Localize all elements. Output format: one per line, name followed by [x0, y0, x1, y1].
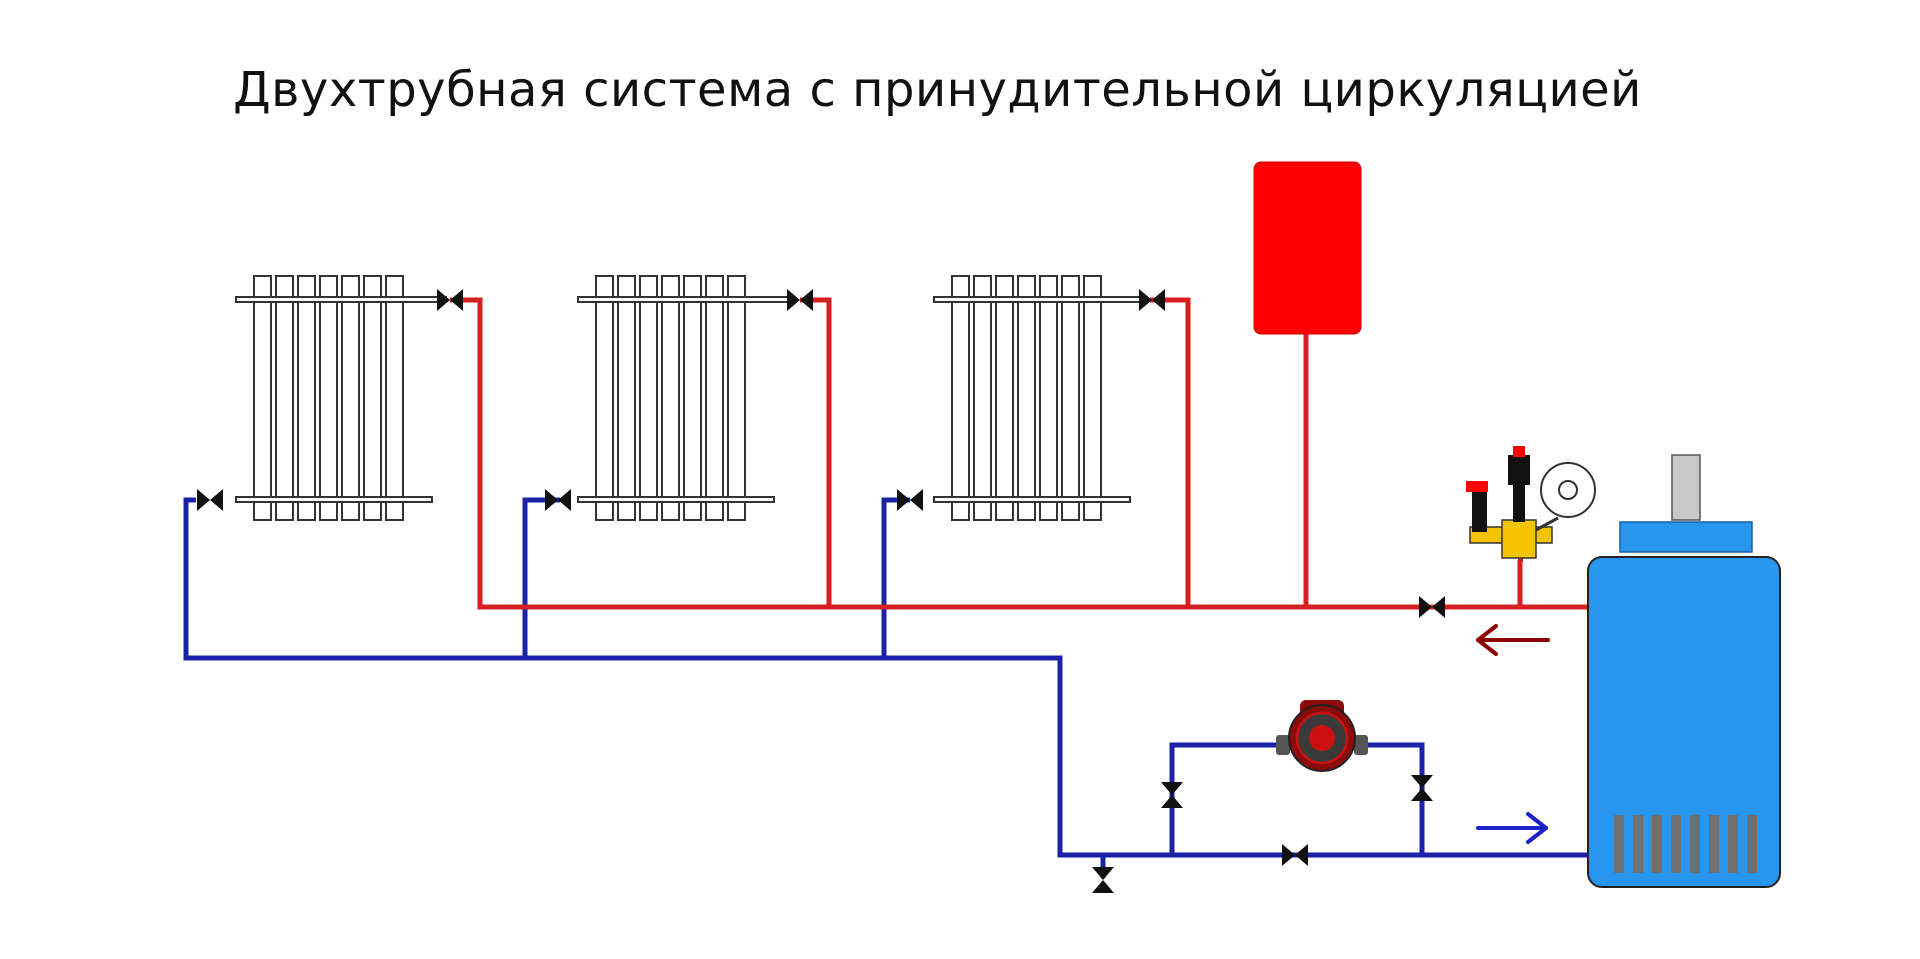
radiator-2-section [639, 275, 658, 521]
boiler-grille-slot [1690, 815, 1700, 873]
radiator-2-return-drop [522, 497, 560, 658]
pump-bypass-loop [1169, 742, 1425, 855]
supply-main-pipe [450, 297, 1588, 610]
radiator-2-supply-valve [787, 289, 813, 311]
safety-valve-cap [1466, 481, 1488, 492]
air-vent-cap [1513, 446, 1525, 457]
radiator-1 [235, 275, 447, 521]
valve-group [197, 289, 1445, 893]
radiator-2-section [727, 275, 746, 521]
pump-outlet-flange [1354, 735, 1368, 755]
pump-inlet-flange [1276, 735, 1290, 755]
radiator-2-section [617, 275, 636, 521]
radiator-1-bottom-header [235, 496, 433, 503]
boiler-grille [1614, 815, 1757, 873]
radiator-2-section [595, 275, 614, 521]
radiator-1-top-header [235, 296, 447, 303]
pressure-gauge-dial [1558, 480, 1578, 500]
boiler-top-cap [1619, 521, 1753, 553]
supply-flow-arrow [1476, 624, 1550, 656]
radiator-2-bottom-header [577, 496, 775, 503]
radiator-3-bottom-header [933, 496, 1131, 503]
radiator-3-section [951, 275, 970, 521]
gauge-connector [1535, 516, 1559, 532]
boiler-supply-valve [1419, 596, 1445, 618]
radiator-2 [577, 275, 789, 521]
radiator-3 [933, 275, 1145, 521]
expansion-tank [1253, 161, 1362, 335]
radiator-2-return-valve [545, 489, 571, 511]
bypass-valve [1282, 844, 1308, 866]
radiator-1-section [275, 275, 294, 521]
radiator-2-section [661, 275, 680, 521]
boiler-grille-slot [1614, 815, 1624, 873]
radiator-3-supply-valve [1139, 289, 1165, 311]
boiler [1587, 454, 1781, 888]
radiator-3-section [1083, 275, 1102, 521]
radiator-2-top-header [577, 296, 789, 303]
radiator-1-section [253, 275, 272, 521]
boiler-body [1587, 556, 1781, 888]
page-title: Двухтрубная система с принудительной цир… [233, 62, 1642, 118]
boiler-chimney [1671, 454, 1701, 521]
safety-group-hub [1501, 519, 1537, 559]
radiator-1-section [341, 275, 360, 521]
drain-valve [1092, 867, 1114, 893]
radiator-1-supply-valve [437, 289, 463, 311]
pump-inlet-valve [1161, 782, 1183, 808]
boiler-grille-slot [1728, 815, 1738, 873]
radiator-2-section [683, 275, 702, 521]
radiator-3-section [1017, 275, 1036, 521]
pump-rotor-icon [1309, 725, 1335, 751]
return-pipe-network [183, 497, 1588, 878]
safety-group [1466, 446, 1596, 562]
radiator-3-section [1061, 275, 1080, 521]
radiator-1-section [385, 275, 404, 521]
air-vent-stem [1513, 480, 1525, 522]
radiator-1-section [319, 275, 338, 521]
radiator-3-return-drop [881, 497, 910, 658]
radiator-3-section [995, 275, 1014, 521]
boiler-grille-slot [1633, 815, 1643, 873]
boiler-grille-slot [1747, 815, 1757, 873]
radiator-3-section [973, 275, 992, 521]
radiator-3-return-valve [897, 489, 923, 511]
radiator-1-section [297, 275, 316, 521]
radiator-3-supply-riser [1150, 297, 1191, 607]
return-main-pipe [183, 497, 1588, 858]
radiator-3-section [1039, 275, 1058, 521]
safety-valve-stem [1472, 492, 1487, 532]
return-flow-arrow [1476, 812, 1548, 844]
radiator-2-supply-riser [800, 297, 832, 607]
circulation-pump [1276, 700, 1368, 772]
radiator-1-section [363, 275, 382, 521]
boiler-grille-slot [1709, 815, 1719, 873]
air-vent-body [1508, 455, 1530, 485]
boiler-grille-slot [1671, 815, 1681, 873]
radiator-2-section [705, 275, 724, 521]
radiator-1-return-valve [197, 489, 223, 511]
boiler-grille-slot [1652, 815, 1662, 873]
radiator-3-top-header [933, 296, 1145, 303]
pump-outlet-valve [1411, 775, 1433, 801]
